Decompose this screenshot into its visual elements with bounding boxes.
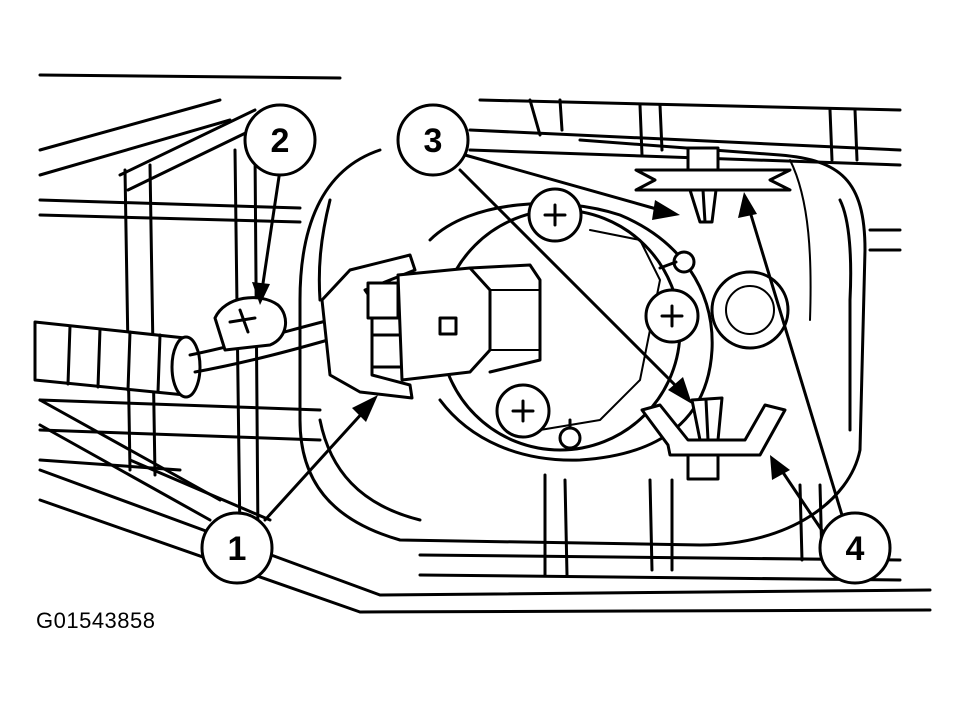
callout-2: 2 (243, 103, 317, 177)
electrical-connector (320, 253, 542, 400)
figure-id: G01543858 (36, 608, 156, 633)
screw-right (644, 288, 700, 344)
callout-2-number: 2 (271, 122, 290, 160)
callout-1: 1 (200, 511, 274, 585)
callout-1-number: 1 (228, 530, 247, 568)
leader-lines (252, 153, 847, 537)
lamp-housing (298, 138, 867, 547)
callout-3-number: 3 (424, 122, 443, 160)
upper-locking-tab (634, 146, 792, 224)
lower-locking-tab (640, 396, 787, 481)
screw-upper (527, 187, 583, 243)
callout-4: 4 (818, 511, 892, 585)
callout-3: 3 (396, 103, 470, 177)
wiring-harness (33, 296, 337, 399)
callout-4-number: 4 (846, 530, 865, 568)
screw-lower (495, 383, 551, 439)
